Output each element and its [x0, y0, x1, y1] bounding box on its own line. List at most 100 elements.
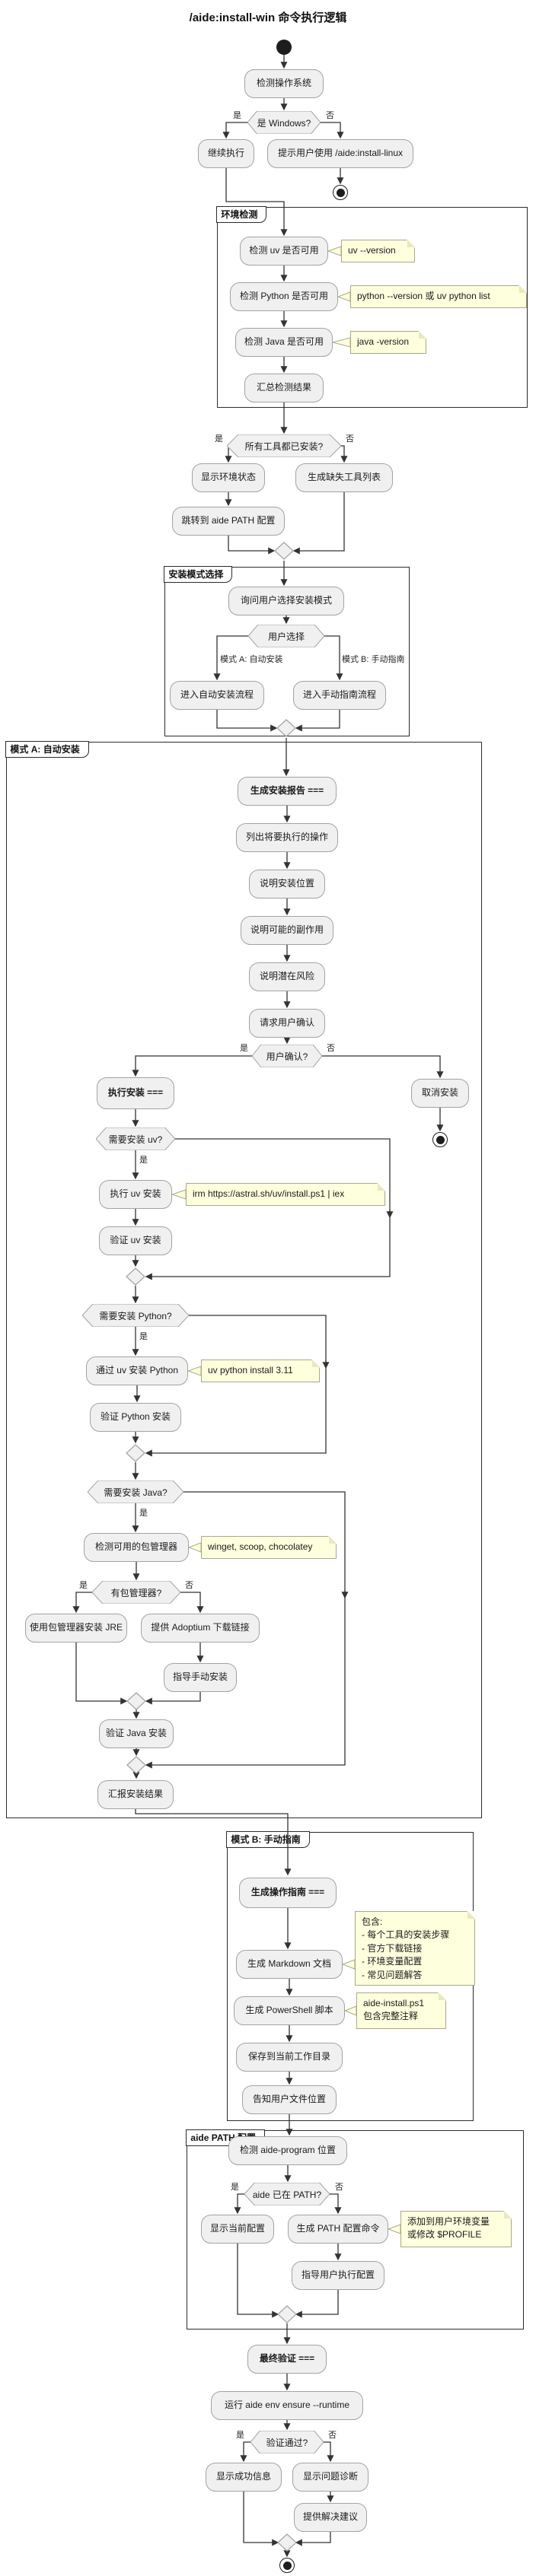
decision-user-confirm: 用户确认?	[252, 1045, 322, 1067]
activity-tell-file-loc: 告知用户文件位置	[242, 2085, 337, 2114]
branch-label-no: 否	[185, 1581, 193, 1590]
decision-hexagon	[248, 625, 324, 647]
note-pkg-mgrs: winget, scoop, chocolatey	[201, 1536, 337, 1559]
diagram-title: /aide:install-win 命令执行逻辑	[189, 11, 347, 24]
note-line: - 常见问题解答	[362, 1969, 423, 1980]
partition-install-mode-label: 安装模式选择	[164, 566, 233, 584]
activity-run-ensure: 运行 aide env ensure --runtime	[211, 2391, 363, 2420]
activity-enter-auto: 进入自动安装流程	[170, 681, 264, 710]
activity-show-current-config: 显示当前配置	[201, 2215, 274, 2244]
activity-detect-os: 检测操作系统	[244, 69, 324, 98]
decision-hexagon	[244, 2183, 330, 2206]
branch-label-mode-a: 模式 A: 自动安装	[220, 655, 283, 664]
branch-label-yes: 是	[79, 1581, 88, 1590]
activity-gen-path-cmd: 生成 PATH 配置命令	[288, 2215, 388, 2244]
note-python-version: python --version 或 uv python list	[350, 285, 527, 308]
branch-label-yes: 是	[139, 1156, 148, 1165]
activity-show-success: 显示成功信息	[206, 2463, 282, 2492]
decision-verify-pass: 验证通过?	[250, 2431, 324, 2454]
note-uv-version: uv --version	[341, 240, 415, 262]
activity-report-results: 汇报安装结果	[97, 1780, 174, 1809]
partition-mode-a: 模式 A: 自动安装	[5, 741, 482, 1818]
end-node-final	[279, 2558, 295, 2573]
activity-gen-missing-list: 生成缺失工具列表	[295, 463, 393, 492]
partition-mode-b: 模式 B: 手动指南	[226, 1831, 474, 2121]
decision-hexagon	[92, 1581, 180, 1604]
decision-aide-in-path: aide 已在 PATH?	[244, 2183, 330, 2206]
note-path-config: 添加到用户环境变量 或修改 $PROFILE	[400, 2211, 512, 2247]
activity-save-cwd: 保存到当前工作目录	[236, 2043, 343, 2072]
note-line: - 官方下载链接	[362, 1942, 423, 1954]
activity-verify-java: 验证 Java 安装	[99, 1719, 174, 1748]
decision-hexagon	[252, 1045, 322, 1067]
activity-exec-install: 执行安装 ===	[97, 1077, 174, 1109]
activity-explain-risks: 说明潜在风险	[249, 962, 325, 991]
note-line: 添加到用户环境变量	[407, 2216, 490, 2227]
decision-need-python: 需要安装 Python?	[82, 1304, 189, 1327]
activity-show-env-status: 显示环境状态	[192, 463, 265, 492]
branch-label-yes: 是	[139, 1509, 148, 1518]
note-uv-python-install: uv python install 3.11	[201, 1360, 320, 1382]
note-markdown-contents: 包含: - 每个工具的安装步骤 - 官方下载链接 - 环境变量配置 - 常见问题…	[355, 1911, 475, 1986]
branch-label-yes: 是	[236, 2431, 244, 2440]
activity-check-uv: 检测 uv 是否可用	[240, 237, 328, 266]
branch-label-no: 否	[328, 2431, 337, 2440]
decision-hexagon	[88, 1480, 183, 1503]
activity-use-install-linux: 提示用户使用 /aide:install-linux	[267, 139, 413, 168]
end-node-linux	[333, 185, 348, 200]
partition-install-mode: 安装模式选择	[164, 566, 410, 736]
note-line: 包含:	[362, 1916, 383, 1927]
activity-give-suggestions: 提供解决建议	[294, 2503, 367, 2532]
decision-hexagon	[227, 434, 341, 457]
partition-mode-a-label: 模式 A: 自动安装	[5, 741, 89, 758]
branch-label-no: 否	[346, 434, 354, 444]
activity-summarize-checks: 汇总检测结果	[244, 374, 324, 402]
branch-label-yes: 是	[233, 111, 241, 120]
branch-label-yes: 是	[240, 1044, 248, 1053]
partition-mode-b-label: 模式 B: 手动指南	[226, 1831, 310, 1849]
decision-hexagon	[96, 1127, 175, 1150]
note-java-version: java -version	[350, 331, 426, 354]
partition-env-check-label: 环境检测	[216, 206, 267, 224]
activity-enter-manual: 进入手动指南流程	[293, 681, 386, 710]
activity-explain-location: 说明安装位置	[249, 870, 325, 898]
activity-verify-python: 验证 Python 安装	[90, 1403, 181, 1432]
decision-hexagon	[250, 2431, 324, 2454]
decision-is-windows: 是 Windows?	[247, 111, 321, 134]
branch-label-yes: 是	[231, 2183, 239, 2192]
note-line: - 环境变量配置	[362, 1956, 423, 1967]
activity-verify-uv: 验证 uv 安装	[99, 1226, 172, 1255]
activity-gen-install-report: 生成安装报告 ===	[238, 777, 337, 806]
activity-gen-markdown: 生成 Markdown 文档	[236, 1950, 343, 1979]
note-uv-install-cmd: irm https://astral.sh/uv/install.ps1 | i…	[186, 1183, 385, 1206]
note-line: 或修改 $PROFILE	[407, 2229, 482, 2240]
decision-all-installed: 所有工具都已安装?	[227, 434, 341, 457]
start-node	[276, 40, 292, 55]
note-line: aide-install.ps1	[363, 1998, 425, 2008]
branch-label-no: 否	[335, 2183, 343, 2192]
partition-env-check: 环境检测	[216, 206, 528, 408]
branch-label-no: 否	[327, 1044, 335, 1053]
branch-label-yes: 是	[139, 1332, 148, 1341]
activity-cancel-install: 取消安装	[411, 1079, 469, 1108]
decision-user-choice: 用户选择	[248, 625, 324, 647]
end-node-cancel	[432, 1132, 448, 1147]
activity-request-confirm: 请求用户确认	[249, 1009, 325, 1038]
activity-detect-pkg-mgr: 检测可用的包管理器	[84, 1533, 189, 1562]
activity-show-diagnosis: 显示问题诊断	[292, 2463, 368, 2492]
activity-final-verify: 最终验证 ===	[247, 2345, 327, 2374]
activity-jump-aide-path: 跳转到 aide PATH 配置	[172, 507, 285, 536]
note-line: - 每个工具的安装步骤	[362, 1929, 450, 1941]
note-line: 包含完整注释	[363, 2011, 419, 2022]
decision-hexagon	[247, 111, 321, 134]
activity-check-python: 检测 Python 是否可用	[230, 282, 338, 311]
activity-gen-guide: 生成操作指南 ===	[239, 1878, 337, 1908]
decision-need-uv: 需要安装 uv?	[96, 1127, 175, 1150]
activity-continue: 继续执行	[198, 139, 254, 168]
activity-adoptium-link: 提供 Adoptium 下载链接	[141, 1614, 260, 1643]
activity-install-python: 通过 uv 安装 Python	[86, 1356, 188, 1385]
branch-label-no: 否	[326, 111, 334, 120]
activity-explain-side-effects: 说明可能的副作用	[241, 916, 333, 945]
activity-install-uv: 执行 uv 安装	[99, 1180, 172, 1209]
